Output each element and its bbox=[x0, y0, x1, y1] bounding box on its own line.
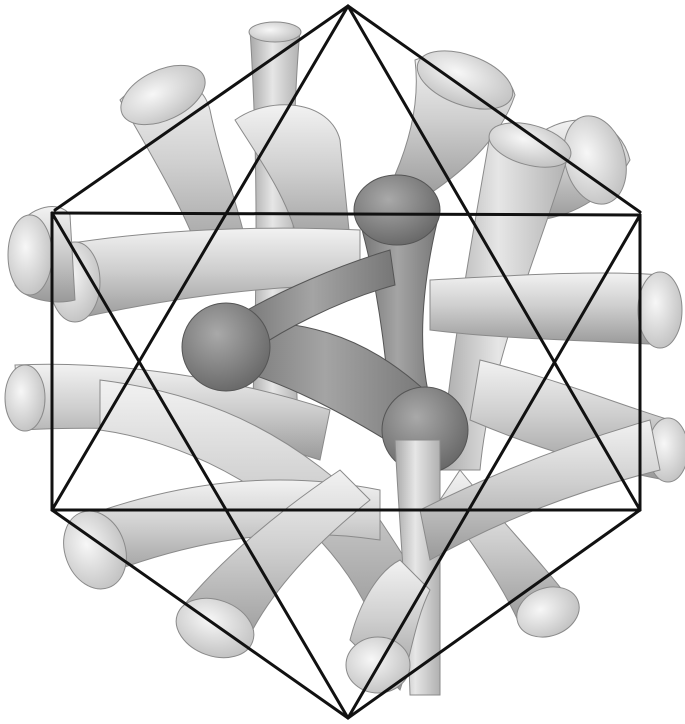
tube-dark-cap-top bbox=[354, 175, 440, 245]
edge-rect-top bbox=[52, 213, 640, 215]
tube-horizontal-right-upper bbox=[430, 273, 665, 345]
tube-cap-right-upper bbox=[638, 272, 682, 348]
ball-dark-left bbox=[182, 303, 270, 391]
tube-cap-far-left bbox=[8, 215, 52, 295]
tube-cap-left-lower bbox=[5, 365, 45, 431]
tube-cap-vertical-left bbox=[249, 22, 301, 42]
